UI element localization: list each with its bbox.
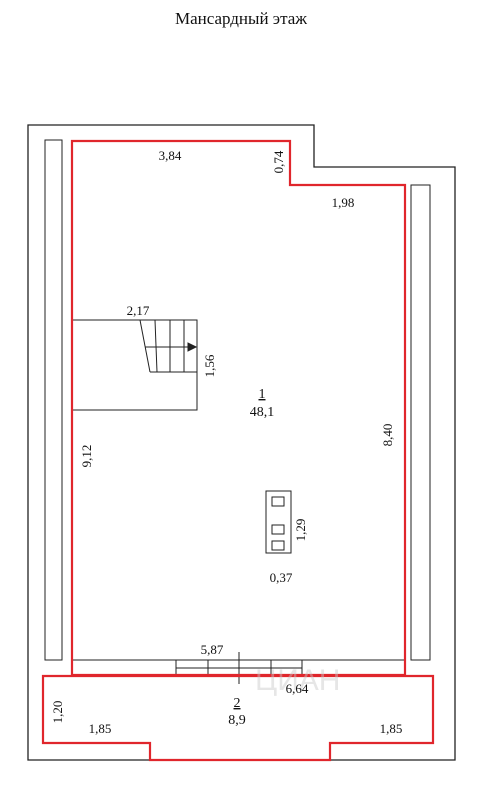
dim-stair-width: 2,17: [127, 303, 150, 318]
room-1-number: 1: [259, 387, 266, 402]
dim-bottom-width: 5,87: [201, 642, 224, 657]
right-wall-panel: [410, 184, 431, 661]
room-2-outline: [41, 674, 435, 762]
dim-top-left-width: 3,84: [159, 148, 182, 163]
dim-balcony-width: 6,64: [286, 681, 309, 696]
balcony-door: [72, 652, 405, 684]
watermark: ЦИАН: [255, 664, 340, 697]
dim-step-height: 0,74: [271, 150, 286, 173]
left-wall-panel: [44, 139, 63, 661]
dim-balcony-left-wing: 1,85: [89, 721, 112, 736]
dim-chimney-width: 0,37: [270, 570, 293, 585]
dim-right-height: 8,40: [380, 424, 395, 447]
dim-left-height: 9,12: [79, 445, 94, 468]
room-2-number: 2: [234, 696, 241, 711]
dim-balcony-depth: 1,20: [50, 701, 65, 724]
chimney: [265, 490, 292, 554]
dim-balcony-right-wing: 1,85: [380, 721, 403, 736]
dim-top-right-width: 1,98: [332, 195, 355, 210]
outer-wall: [27, 124, 456, 761]
plan-title: Мансардный этаж: [174, 9, 308, 28]
room-1-area: 48,1: [250, 405, 275, 420]
room-2-area: 8,9: [228, 713, 246, 728]
room-1-outline: [70, 139, 407, 677]
dim-stair-length: 1,56: [202, 354, 217, 377]
dim-chimney-length: 1,29: [293, 519, 308, 542]
staircase: [72, 319, 198, 411]
